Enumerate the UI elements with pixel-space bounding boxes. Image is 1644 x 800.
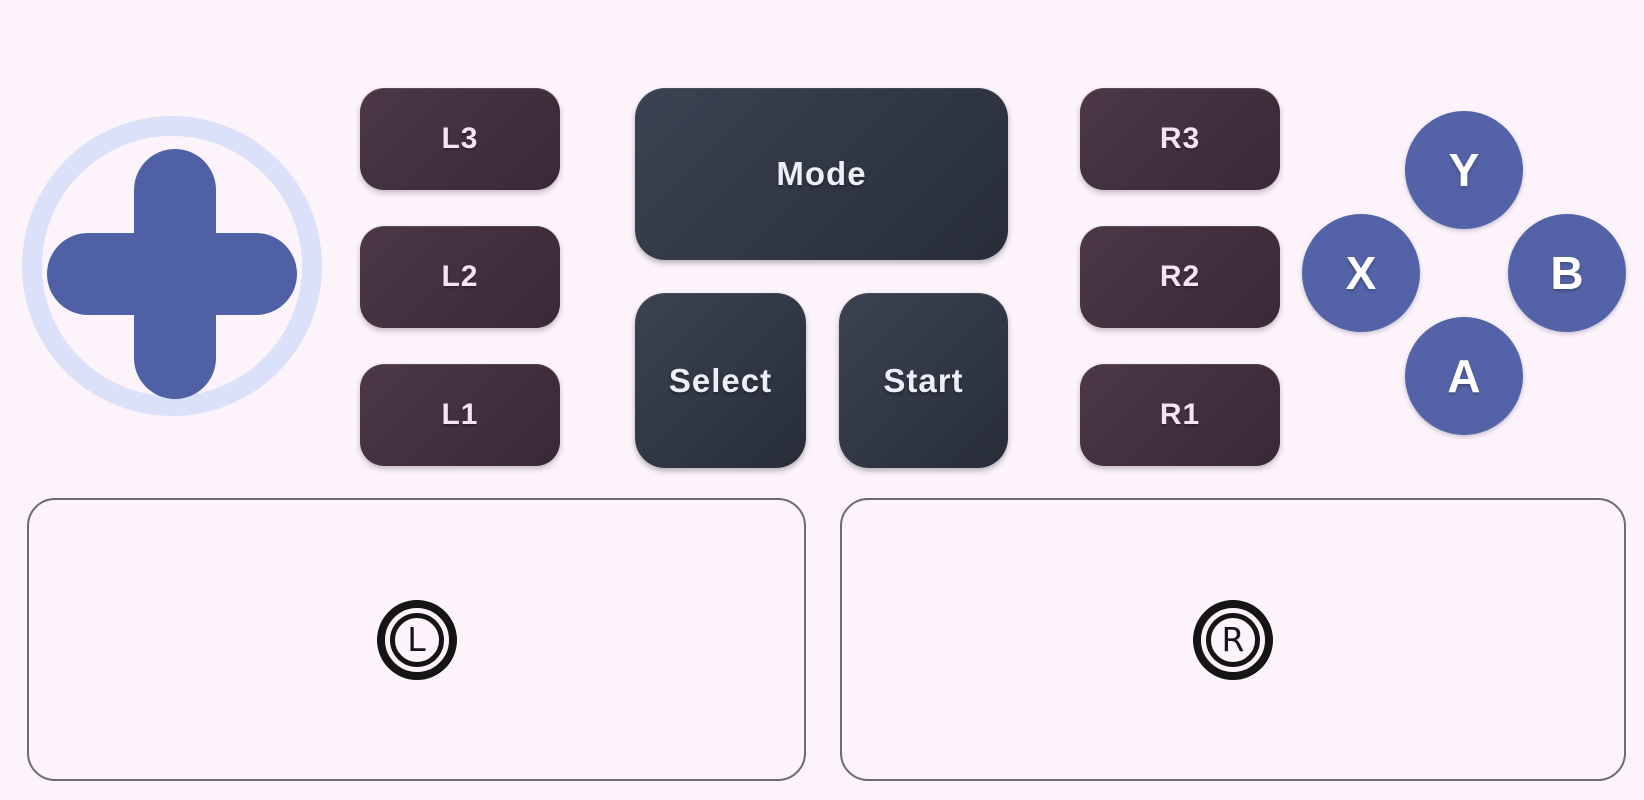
left-stick-label: L (389, 612, 444, 667)
button-r1[interactable]: R1 (1080, 364, 1280, 466)
button-start[interactable]: Start (839, 293, 1008, 468)
dpad-cross-vertical[interactable] (134, 149, 216, 399)
button-r3[interactable]: R3 (1080, 88, 1280, 190)
right-stick-label: R (1206, 612, 1260, 667)
button-y[interactable]: Y (1405, 111, 1523, 229)
button-b[interactable]: B (1508, 214, 1626, 332)
button-mode[interactable]: Mode (635, 88, 1008, 260)
button-l3[interactable]: L3 (360, 88, 560, 190)
right-stick-icon: R (1193, 599, 1273, 680)
right-stick-zone[interactable]: R (840, 498, 1626, 781)
button-l2[interactable]: L2 (360, 226, 560, 328)
dpad[interactable] (22, 116, 322, 416)
button-l1[interactable]: L1 (360, 364, 560, 466)
button-r2[interactable]: R2 (1080, 226, 1280, 328)
left-stick-icon: L (376, 599, 457, 680)
left-stick-zone[interactable]: L (27, 498, 806, 781)
button-a[interactable]: A (1405, 317, 1523, 435)
button-select[interactable]: Select (635, 293, 806, 468)
button-x[interactable]: X (1302, 214, 1420, 332)
